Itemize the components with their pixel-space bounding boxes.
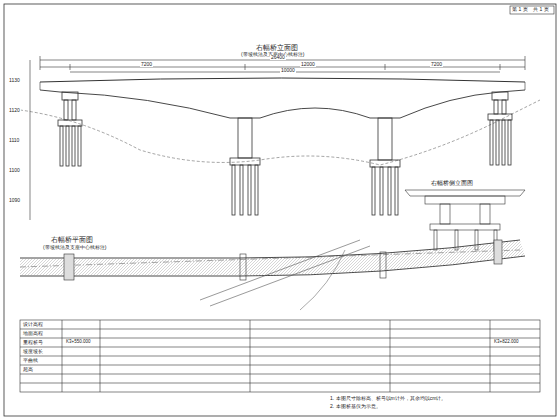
elevation-scale: 1090 — [8, 198, 21, 203]
view-title: 右幅桥立面图 — [255, 44, 299, 51]
table-cell: K3+550.000 — [66, 340, 90, 345]
table-header: 设计高程 — [23, 322, 43, 327]
elevation-scale: 1130 — [8, 78, 21, 83]
view-note: (带坡线法及支座中心线标注) — [42, 245, 107, 250]
elevation-scale: 1100 — [8, 168, 21, 173]
view-title: 右幅桥侧立面图 — [430, 180, 474, 186]
view-title: 右幅桥平面图 — [50, 236, 94, 243]
table-cell: K3+822.000 — [494, 340, 518, 345]
dimension: 12000 — [300, 62, 316, 67]
dimension: 7200 — [140, 62, 153, 67]
dimension: 26400 — [270, 55, 286, 60]
sheet-number: 共 1 页 — [533, 7, 549, 12]
table-header: 坡度坡长 — [23, 349, 43, 354]
table-header: 里程桩号 — [23, 340, 43, 345]
elevation-scale: 1110 — [8, 138, 20, 143]
table-header: 超高 — [23, 367, 33, 372]
note-text: 1. 本图尺寸除标高、桩号以m计外，其余均以cm计。 — [330, 396, 446, 401]
table-header: 平曲线 — [23, 358, 38, 363]
elevation-scale: 1120 — [8, 108, 21, 113]
dimension: 7200 — [430, 62, 443, 67]
dimension: 10000 — [280, 68, 296, 73]
note-text: 2. 本图桩基仅为示意。 — [330, 404, 381, 409]
sheet-number: 第 1 页 — [512, 7, 528, 12]
table-header: 地面高程 — [23, 331, 43, 336]
